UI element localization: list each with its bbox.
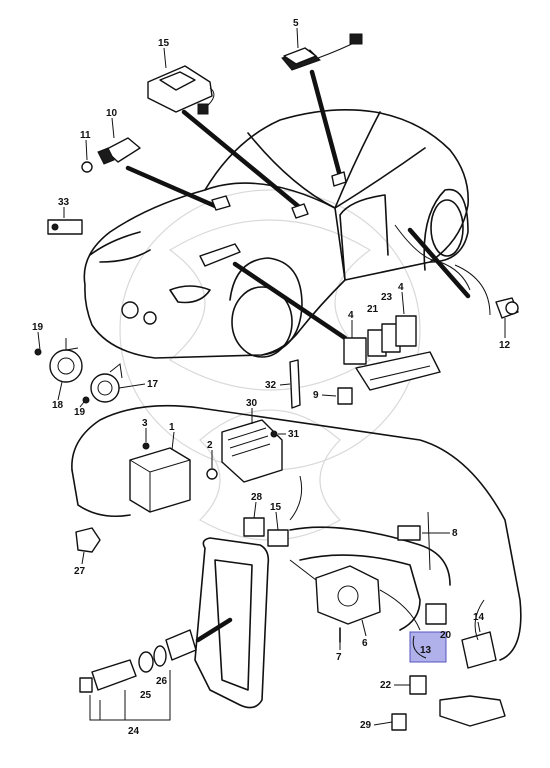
callout-22: 22 <box>380 680 392 691</box>
car-connectors <box>199 171 348 341</box>
part-33-label-plate <box>47 219 83 235</box>
callout-28: 28 <box>251 492 263 503</box>
callout-labels: 15 5 10 11 33 4 21 23 4 12 19 18 17 19 3… <box>32 18 511 737</box>
part-24-25-26-ignition <box>79 617 233 721</box>
callout-19a: 19 <box>32 322 44 333</box>
part-8-connector <box>397 511 431 571</box>
callout-13: 13 <box>420 645 432 656</box>
callout-31: 31 <box>288 429 300 440</box>
front-switch <box>121 301 157 325</box>
part-22-29 <box>391 675 506 731</box>
part-10-11 <box>81 137 218 209</box>
callout-16: 15 <box>270 502 282 513</box>
callout-4: 4 <box>348 310 354 321</box>
callout-32: 32 <box>265 380 277 391</box>
callout-1: 1 <box>169 422 175 433</box>
callout-11: 11 <box>80 130 91 141</box>
callout-leaders <box>37 27 506 726</box>
callout-18: 18 <box>52 400 64 411</box>
callout-33: 33 <box>58 197 70 208</box>
callout-27: 27 <box>74 566 86 577</box>
callout-23: 23 <box>381 292 393 303</box>
callout-15: 15 <box>158 38 170 49</box>
part-15-switch <box>147 65 301 209</box>
horn-parts <box>34 338 123 404</box>
part-1-2-3 <box>129 442 218 513</box>
part-9-relay <box>337 387 353 405</box>
callout-19b: 19 <box>74 407 86 418</box>
callout-26: 26 <box>156 676 168 687</box>
callout-3: 3 <box>142 418 148 429</box>
part-32-bracket <box>289 359 301 409</box>
callout-30: 30 <box>246 398 258 409</box>
callout-20: 20 <box>440 630 452 641</box>
relay-group-4-21-23 <box>343 315 441 391</box>
callout-7: 7 <box>336 652 342 663</box>
callout-9: 9 <box>313 390 319 401</box>
part-28-16 <box>243 475 303 547</box>
callout-25: 25 <box>140 690 152 701</box>
callout-4b: 4 <box>398 282 404 293</box>
callout-17: 17 <box>147 379 159 390</box>
callout-14: 14 <box>473 612 485 623</box>
callout-2: 2 <box>207 440 213 451</box>
part-6-combination-switch <box>289 559 421 631</box>
callout-6: 6 <box>362 638 368 649</box>
part-30-31-unit <box>221 419 283 483</box>
dashboard-outline <box>71 404 522 709</box>
callout-12: 12 <box>499 340 511 351</box>
callout-21: 21 <box>367 304 379 315</box>
callout-24: 24 <box>128 726 140 737</box>
part-13-highlight[interactable] <box>409 631 447 663</box>
callout-8: 8 <box>452 528 458 539</box>
callout-29: 29 <box>360 720 372 731</box>
part-14-20-switch <box>425 599 497 669</box>
callout-10: 10 <box>106 108 118 119</box>
part-12-switch <box>394 224 519 319</box>
part-27-clip <box>75 527 101 553</box>
part-5-switch <box>281 33 363 179</box>
callout-5: 5 <box>293 18 299 29</box>
car-body-outline <box>83 108 469 359</box>
